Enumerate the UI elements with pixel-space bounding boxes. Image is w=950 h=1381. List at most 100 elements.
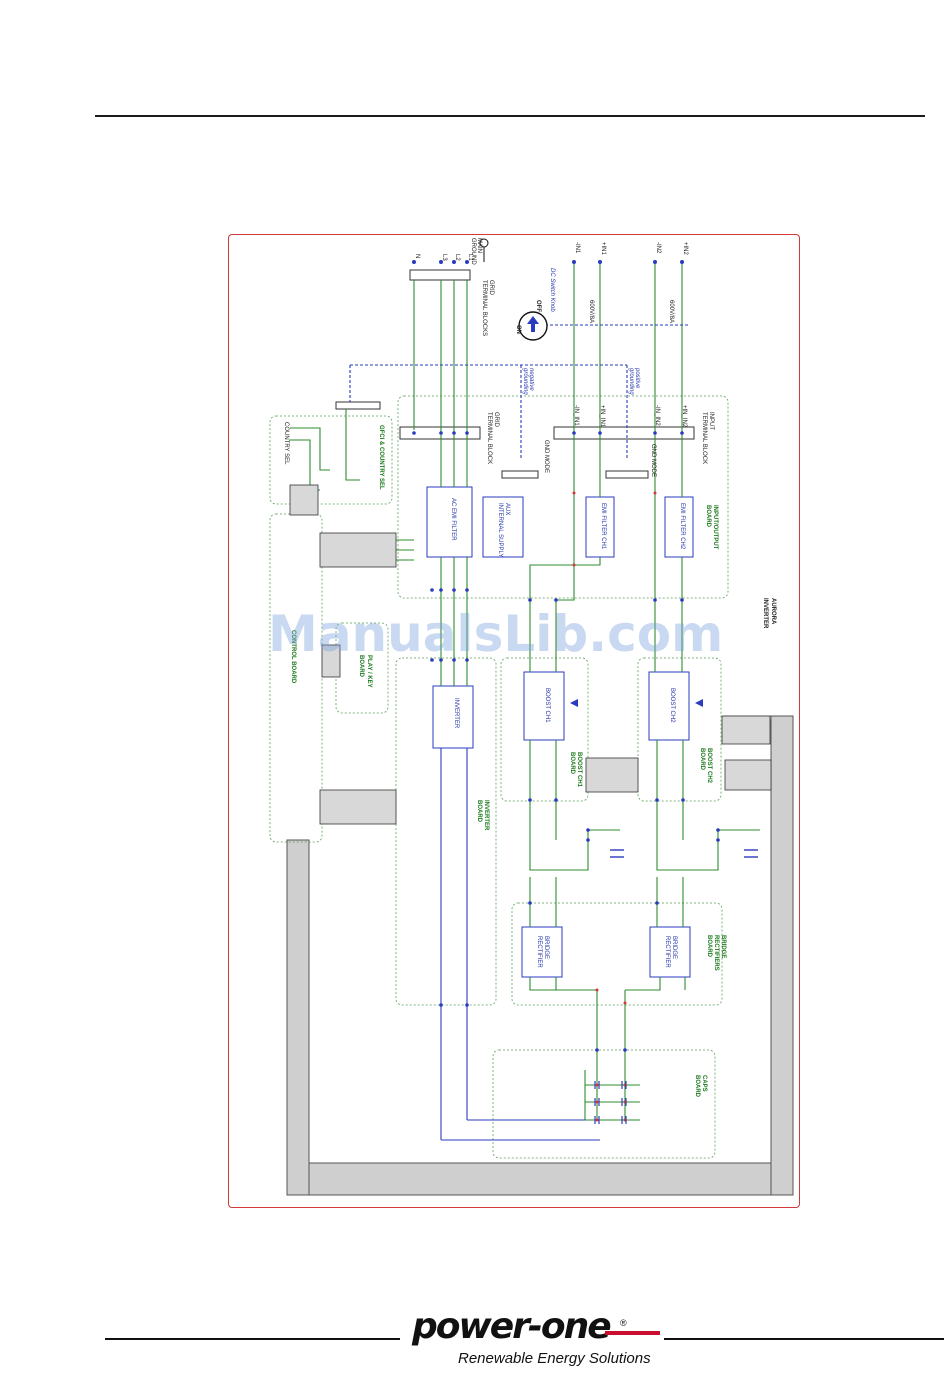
bridge-rect-2-label-2: RECTIFIER [664,936,670,968]
grid-pin-l1: L1 [467,254,473,261]
emi-ch1-label: EMI FILTER CH1 [600,503,606,550]
grid-terminal-blocks-label: GRID [488,280,494,296]
ac-emi-filter-block [426,486,473,558]
aux-supply-block [482,496,524,558]
logo-wordmark: power-one [412,1306,612,1347]
boost-ch2-block [648,671,690,741]
io-board-label: INPUT/OUTPUT [712,505,718,550]
inverter-board-label-2: BOARD [476,800,482,823]
input-terminal-block-label: INPUT [708,412,714,430]
power-one-logo: power-one ® Renewable Energy Solutions [400,1300,662,1374]
gnd-mode-strip-1 [501,470,539,479]
grid-terminal-blocks-label-2: TERMINAL BLOCKS [481,280,487,336]
emi-ch2-label: EMI FILTER CH2 [679,503,685,550]
logo-accent-bar [605,1331,660,1335]
aurora-title: AURORA [770,598,776,625]
caps-board-outline [492,1049,716,1159]
gfci-board-label: GFCI & COUNTRY SEL [378,425,384,490]
footer-rule-left [105,1338,400,1340]
play-key-label-2: BOARD [358,655,364,678]
diode-icons [570,699,703,707]
dc-pin-in1-neg: -IN1 [574,242,580,254]
watermark: ManualsLib.com [268,605,724,663]
inverter-block [432,685,474,749]
play-key-label: PLAY / KEY [366,655,372,688]
in-label-3: -IN_IN2 [654,405,660,426]
boost-ch2-board-label-2: BOARD [699,748,705,771]
positive-grounding-label: positive [634,367,640,389]
grid-terminal-block-label: GRID [493,412,499,428]
dip-mode-strip [335,401,381,410]
io-board-label-2: BOARD [705,505,711,528]
emi-filter-ch2-block [664,496,694,558]
boost-ch1-board-label-2: BOARD [569,752,575,775]
main-ground-label: MAIN [476,238,482,253]
off-label: OFF [535,300,541,312]
dc-switch-knob-label: DC Switch Knob [549,268,555,312]
boost-ch1-block-label: BOOST CH1 [544,688,550,723]
inverter-board-outline [395,657,497,1006]
ribbon-cables [289,484,772,825]
boost-ch1-block [523,671,565,741]
aux-label-2: INTERNAL SUPPLY [497,503,503,557]
grid-pin-l2: L2 [454,254,460,261]
main-ground-label-2: GROUND [470,238,476,265]
dc-switch-knob-icon [518,311,548,341]
grid-pin-n: N [414,254,420,258]
inductor-icons [610,849,758,858]
red-junction-dots [572,491,657,1122]
dc-pin-in2-pos: +IN2 [682,242,688,256]
gnd-mode-label-2: GND MODE [650,444,656,477]
country-sel-label: COUNTRY SEL [283,422,289,465]
control-board-label: CONTROL BOARD [290,630,296,684]
grid-terminal-block-label-2: TERMINAL BLOCK [486,412,492,464]
io-board-outline [397,395,729,599]
input-terminal-block-label-2: TERMINAL BLOCK [701,412,707,464]
boost-ch2-block-label: BOOST CH2 [669,688,675,723]
in-label-1: -IN_IN1 [573,405,579,426]
gnd-mode-strip-2 [605,470,649,479]
bridge-rectifier-block-1 [521,926,563,978]
inverter-title: INVERTER [762,598,768,629]
boost-ch2-board-label: BOOST CH2 [706,748,712,784]
schematic-frame [228,234,800,1208]
boost-ch1-board-outline [500,657,589,802]
negative-grounding-label-2: grounding [522,368,528,395]
capacitor-icons [594,1081,627,1124]
aux-label: AUX [504,503,510,515]
bridge-board-label-2: RECTIFIERS [713,935,719,971]
gnd-mode-label-1: GND MODE [543,440,549,473]
blue-wiring [349,324,690,1141]
grid-terminal-strip-top [409,269,471,281]
bridge-board-outline [511,902,723,1006]
switch-rating-2: 600V/8A [668,300,674,323]
in-label-2: +IN_IN1 [599,405,605,428]
logo-tagline: Renewable Energy Solutions [458,1350,651,1367]
positive-grounding-label-2: grounding [628,368,634,395]
bridge-rect-2-label: BRIDGE [671,936,677,959]
input-terminal-strip [553,426,695,440]
ground-icon [479,238,489,262]
on-label: ON [515,325,521,334]
boost-ch1-board-label: BOOST CH1 [576,752,582,788]
switch-rating-1: 600V/8A [588,300,594,323]
grid-pin-l3: L3 [441,254,447,261]
chassis [286,715,794,1196]
inverter-board-label: INVERTER [483,800,489,831]
bridge-board-label-3: BOARD [706,935,712,958]
green-wiring [290,262,760,1121]
inverter-block-label: INVERTER [453,698,459,729]
gfci-board-outline [269,415,393,505]
in-label-4: +IN_IN2 [681,405,687,428]
bridge-rect-1-label-2: RECTIFIER [536,936,542,968]
caps-board-label-2: BOARD [694,1075,700,1098]
emi-filter-ch1-block [585,496,615,558]
negative-grounding-label: negative [528,368,534,391]
caps-board-label: CAPS [701,1075,707,1092]
top-rule [95,115,925,117]
bridge-rectifier-block-2 [649,926,691,978]
junction-dots [412,260,720,1052]
dc-pin-in2-neg: -IN2 [655,242,661,254]
registered-mark: ® [620,1318,627,1328]
